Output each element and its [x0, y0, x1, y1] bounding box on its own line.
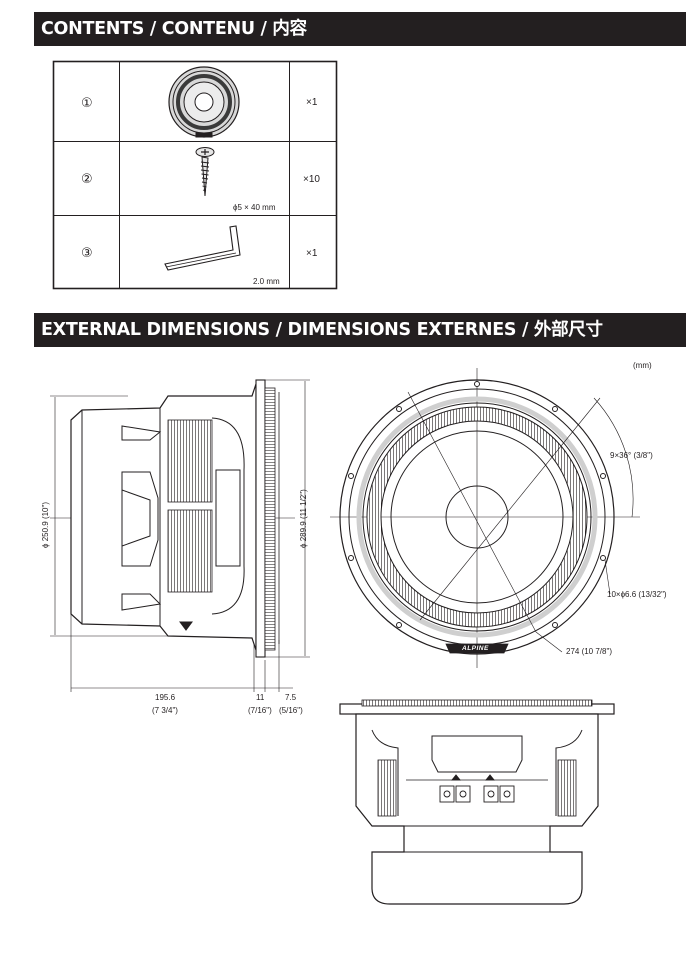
- item-2-spec: ϕ5 × 40 mm: [233, 203, 276, 212]
- item-hex-key-illustration: [164, 225, 241, 271]
- unit-label: (mm): [633, 361, 652, 370]
- contents-heading: CONTENTS / CONTENU / 内容: [34, 12, 686, 46]
- alpine-logo: ALPINE: [462, 645, 489, 652]
- bottom-view-drawing: [339, 699, 615, 905]
- inner-diameter-label: ϕ 250.9 (10"): [41, 501, 50, 548]
- ring-in-label: (5/16"): [279, 706, 303, 715]
- angle-label: 9×36° (3/8"): [610, 451, 653, 460]
- holes-label: 10×ϕ6.6 (13/32"): [607, 590, 667, 599]
- front-view-drawing: [330, 368, 640, 668]
- item-3-spec: 2.0 mm: [253, 277, 280, 286]
- depth-in-label: (7 3/4"): [152, 706, 178, 715]
- item-2-number: ②: [81, 171, 93, 186]
- outer-diameter-label: ϕ 289.9 (11 1/2"): [299, 489, 308, 548]
- flange-in-label: (7/16"): [248, 706, 272, 715]
- hole-circle-label: 274 (10 7/8"): [566, 647, 612, 656]
- side-view-drawing: [50, 379, 310, 692]
- item-screw-illustration: [195, 147, 215, 197]
- item-1-number: ①: [81, 95, 93, 110]
- depth-mm-label: 195.6: [155, 693, 176, 702]
- item-1-quantity: ×1: [306, 97, 318, 108]
- item-3-number: ③: [81, 245, 93, 260]
- item-subwoofer-illustration: [168, 66, 240, 138]
- item-3-quantity: ×1: [306, 248, 318, 259]
- ring-mm-label: 7.5: [285, 693, 297, 702]
- contents-table: [52, 60, 338, 290]
- item-2-quantity: ×10: [303, 174, 320, 185]
- dimensions-heading: EXTERNAL DIMENSIONS / DIMENSIONS EXTERNE…: [34, 313, 686, 347]
- flange-mm-label: 11: [256, 693, 265, 702]
